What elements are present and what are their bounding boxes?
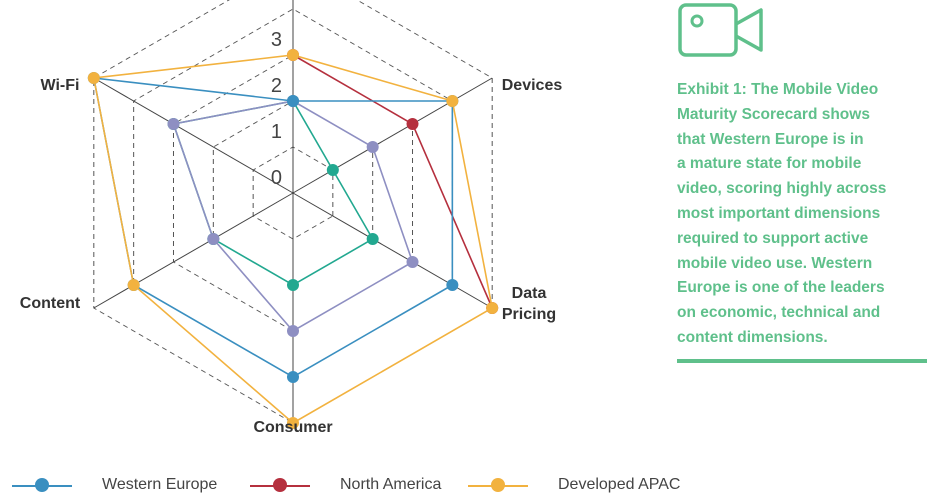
tick-label-1: 1 bbox=[271, 121, 282, 143]
series-developed-apac-point-network bbox=[287, 417, 299, 429]
caption-line: mobile video use. Western bbox=[677, 254, 873, 272]
series-north-america bbox=[292, 54, 493, 309]
radar-grid bbox=[93, 0, 493, 424]
axis-spoke-devices bbox=[292, 192, 493, 309]
legend-swatch-north-america bbox=[250, 470, 310, 500]
series-developed-apac-point-devices bbox=[486, 302, 499, 314]
legend-label: Western Europe bbox=[102, 476, 218, 493]
axis-label-wi-fi: Wi-Fi bbox=[41, 77, 80, 94]
series-western-europe-point-consumer bbox=[287, 95, 299, 107]
series-unlabeled-4-point-data-pricing bbox=[326, 164, 339, 176]
series-unlabeled-4-point-devices bbox=[366, 233, 379, 245]
series-developed-apac-point-data-pricing bbox=[446, 95, 459, 107]
series-unlabeled-3-point-data-pricing bbox=[366, 141, 379, 153]
series-unlabeled-3-point-wi-fi bbox=[207, 233, 220, 245]
caption-line: Exhibit 1: The Mobile Video bbox=[677, 81, 879, 98]
axis-spoke-data-pricing bbox=[292, 77, 493, 194]
caption-line: video, scoring highly across bbox=[677, 180, 887, 198]
legend-label: North America bbox=[340, 476, 442, 493]
legend-label: Developed APAC bbox=[558, 476, 681, 493]
series-developed-apac-point-content bbox=[87, 72, 100, 84]
caption-line: a mature state for mobile bbox=[677, 155, 862, 173]
caption-line: most important dimensions bbox=[677, 204, 881, 222]
axis-label-content: Content bbox=[20, 295, 81, 312]
radar-ticks: 0 1 2 3 4 bbox=[271, 0, 282, 189]
series-north-america-line-0 bbox=[292, 54, 493, 309]
series-developed-apac-point-wi-fi bbox=[127, 279, 140, 291]
caption-line: Europe is one of the leaders bbox=[677, 279, 885, 297]
video-camera-icon bbox=[678, 3, 763, 57]
caption-line: Maturity Scorecard shows bbox=[677, 105, 870, 123]
tick-label-3: 3 bbox=[271, 29, 282, 51]
legend-swatch-western-europe bbox=[12, 470, 72, 500]
series-unlabeled-4-point-network bbox=[287, 279, 299, 291]
tick-label-4: 4 bbox=[271, 0, 282, 5]
chart-legend: Western Europe North America Developed APA… bbox=[0, 470, 941, 500]
tick-label-0: 0 bbox=[271, 167, 282, 189]
legend-item-north-america: North America bbox=[250, 470, 441, 500]
axis-spoke-wi-fi bbox=[93, 192, 294, 309]
series-north-america-point-data-pricing bbox=[406, 118, 419, 130]
caption-line: content dimensions. bbox=[677, 328, 828, 346]
series-developed-apac-point-consumer bbox=[287, 49, 299, 61]
radar-series bbox=[87, 49, 499, 429]
legend-swatch-developed-apac bbox=[468, 470, 528, 500]
axis-label-devices: Devices bbox=[502, 77, 563, 94]
axis-label-consumer: Consumer bbox=[253, 419, 332, 436]
legend-item-western-europe: Western Europe bbox=[12, 470, 217, 500]
series-western-europe-point-devices bbox=[446, 279, 459, 291]
caption-line: on economic, technical and bbox=[677, 304, 881, 322]
series-western-europe-point-network bbox=[287, 371, 299, 383]
caption-line: that Western Europe is in bbox=[677, 130, 864, 148]
caption-line: required to support active bbox=[677, 229, 869, 247]
caption-divider bbox=[677, 359, 927, 363]
series-unlabeled-3-point-devices bbox=[406, 256, 419, 268]
legend-item-developed-apac: Developed APAC bbox=[468, 470, 680, 500]
axis-spoke-content bbox=[93, 77, 294, 194]
series-unlabeled-3-point-network bbox=[287, 325, 299, 337]
tick-label-2: 2 bbox=[271, 75, 282, 97]
series-unlabeled-3-point-content bbox=[167, 118, 180, 130]
